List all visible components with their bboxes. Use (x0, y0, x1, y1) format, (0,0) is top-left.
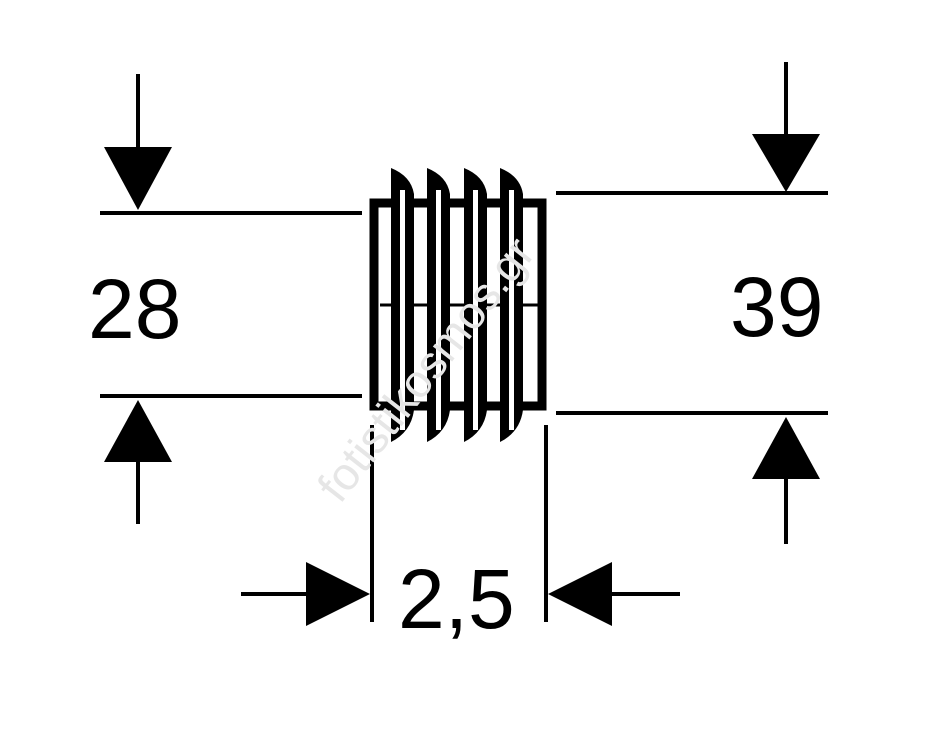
right-diameter-label: 39 (730, 260, 823, 354)
arrow-left-icon (548, 562, 612, 626)
left-diameter-label: 28 (88, 262, 181, 356)
arrow-up-icon (752, 417, 820, 479)
length-label: 2,5 (398, 552, 515, 646)
fitting-body (369, 168, 547, 442)
length-dimension: 2,5 (241, 425, 680, 646)
arrow-up-icon (104, 400, 172, 462)
right-dimension: 39 (556, 62, 828, 544)
arrow-down-icon (104, 147, 172, 210)
arrow-right-icon (306, 562, 370, 626)
arrow-down-icon (752, 134, 820, 192)
thread-fins (391, 168, 523, 442)
left-dimension: 28 (88, 74, 362, 524)
